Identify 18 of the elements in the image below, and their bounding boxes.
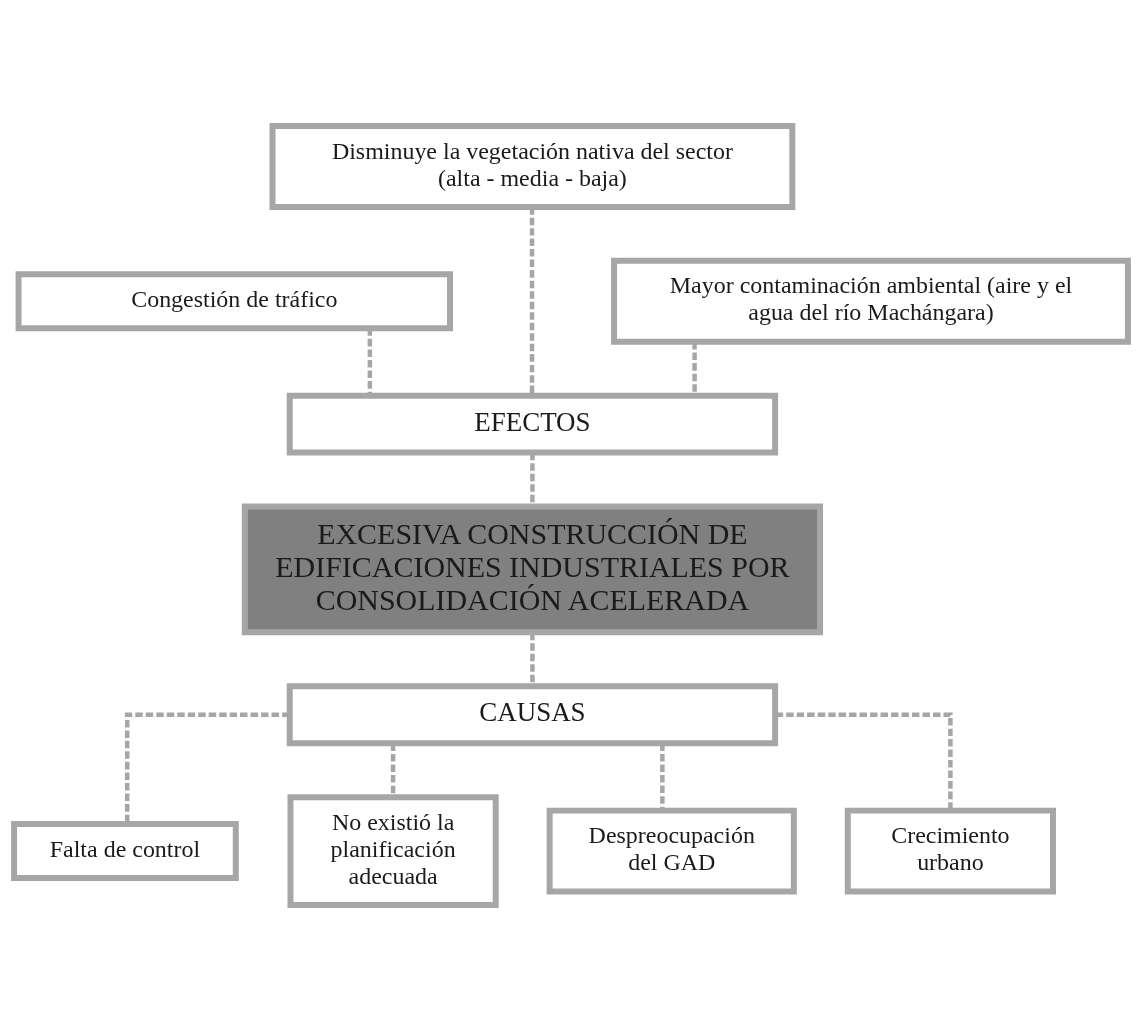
node-box: Disminuye la vegetación nativa del sector (alta - media - baja) (269, 122, 796, 210)
connector (530, 452, 535, 506)
node-box: EFECTOS (286, 392, 779, 456)
node-box: Falta de control (11, 820, 239, 881)
node-box: CAUSAS (286, 682, 779, 746)
connector (775, 712, 953, 810)
node-box: Congestión de tráfico (15, 270, 454, 331)
connector (530, 632, 535, 686)
node-box: No existió la planificación adecuada (287, 793, 499, 908)
node-box: Despreocupación del GAD (546, 807, 797, 894)
connector (124, 712, 290, 823)
node-box: EXCESIVA CONSTRUCCIÓN DE EDIFICACIONES INDUSTRIALES POR CONSOLIDACIÓN ACELERADA (241, 503, 824, 635)
connector (692, 341, 697, 395)
connector (660, 743, 665, 810)
node-box: Crecimiento urbano (844, 807, 1056, 894)
node-box: Mayor contaminación ambiental (aire y el agua del río Machángara) (611, 257, 1131, 345)
connector (367, 328, 373, 396)
connector (390, 743, 396, 797)
